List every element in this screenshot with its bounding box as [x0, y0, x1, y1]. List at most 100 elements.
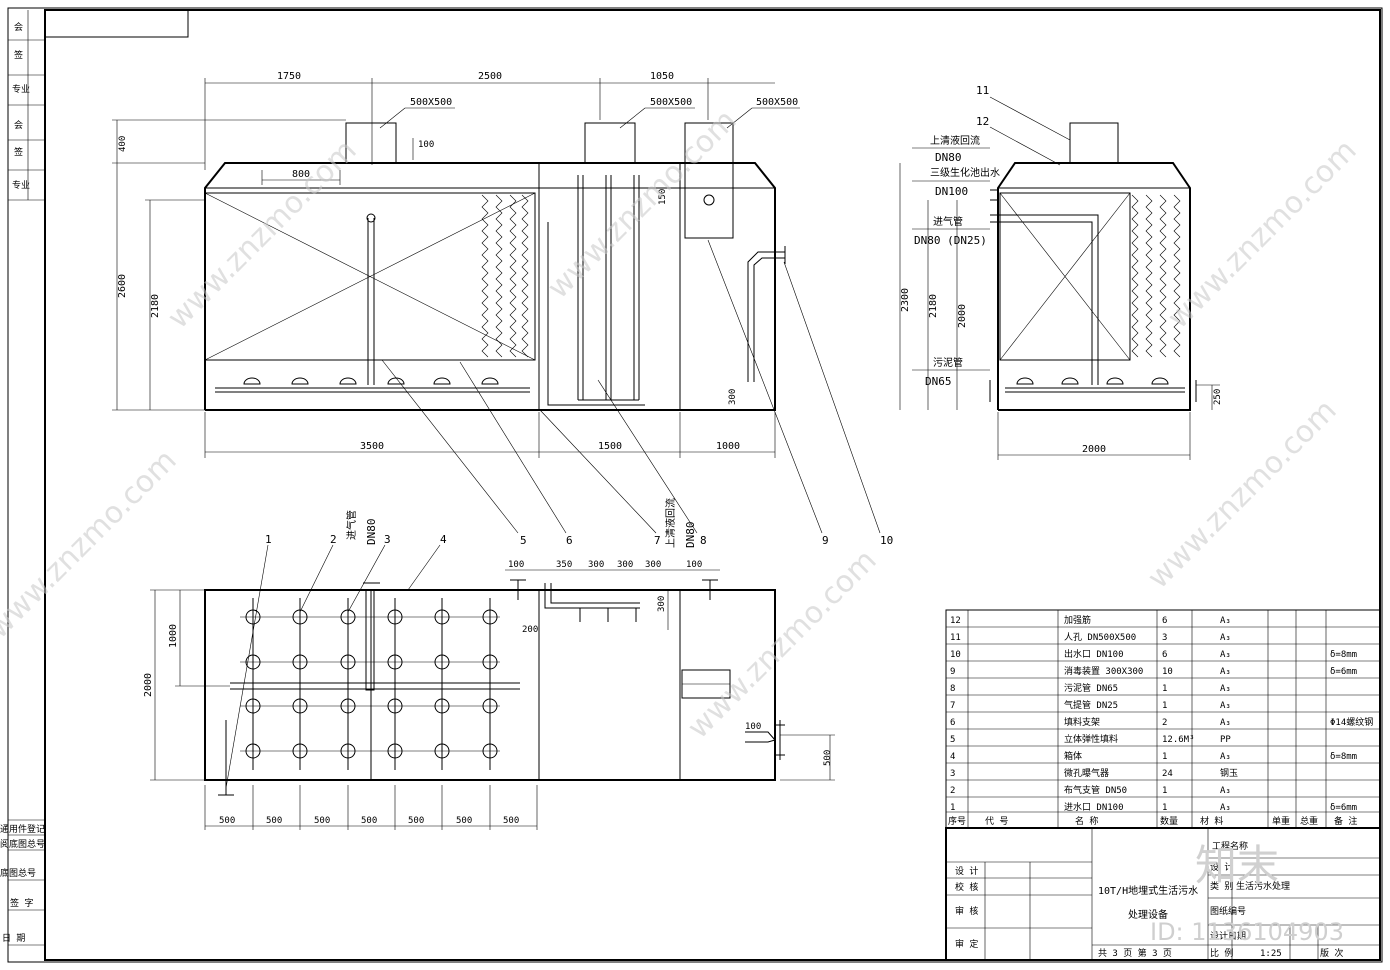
plan-label-air: 进气管	[345, 510, 358, 540]
side-dim-2300: 2300	[900, 288, 911, 312]
tb-drawing-no: 图纸编号	[1210, 905, 1246, 917]
manhole-2	[584, 122, 636, 164]
callout-10: 10	[880, 534, 893, 547]
plan-dim-b4: 500	[361, 816, 377, 826]
dim-1050: 1050	[650, 71, 674, 82]
callout-6: 6	[566, 534, 573, 547]
bom-cell: 气提管 DN25	[1064, 699, 1118, 711]
bom-cell: 微孔曝气器	[1064, 767, 1109, 779]
bom-cell: 7	[950, 701, 955, 711]
side-label-dn100: DN100	[935, 185, 968, 198]
bom-cell: 6	[950, 718, 955, 728]
plan-dim-200: 200	[522, 625, 538, 635]
strip-label-2: 阅底图总号	[0, 838, 45, 850]
watermark-3: www.znzmo.com	[1161, 133, 1364, 336]
plan-dim-top-4: 300	[617, 560, 633, 570]
side-label-air: 进气管	[933, 215, 963, 228]
tb-category-value: 生活污水处理	[1236, 880, 1290, 892]
dim-100: 100	[418, 140, 434, 150]
bom-cell: A₃	[1220, 650, 1231, 660]
bom-cell: 11	[950, 633, 961, 643]
bom-h-name: 名 称	[1075, 815, 1098, 827]
aerator-grid	[240, 598, 500, 770]
bom-cell: 1	[1162, 786, 1167, 796]
bom-cell: 4	[950, 752, 955, 762]
bom-cell: 10	[950, 650, 961, 660]
tb-title-2: 处理设备	[1128, 908, 1168, 921]
plan-dim-top-2: 350	[556, 560, 572, 570]
plan-dim-b6: 500	[456, 816, 472, 826]
callout-11: 11	[976, 84, 989, 97]
bom-cell: 8	[950, 684, 955, 694]
dim-1750: 1750	[277, 71, 301, 82]
tb-design-row: 设 计	[1210, 861, 1233, 873]
bom-cell: 3	[950, 769, 955, 779]
bom-h-code: 代 号	[985, 816, 1008, 827]
bom-cell: 1	[1162, 803, 1167, 813]
tb-role-design: 设 计	[955, 865, 978, 877]
side-elevation: 11 12 上清液回流 DN80 三级生化池出水 DN100 进气管 DN80 …	[899, 84, 1223, 460]
dim-300-front: 300	[728, 389, 738, 405]
tb-category: 类 别	[1210, 880, 1233, 892]
dim-2180-front: 2180	[150, 294, 161, 318]
plan-dim-1000: 1000	[168, 624, 179, 648]
top-left-box	[44, 9, 189, 38]
plan-dim-b5: 500	[408, 816, 424, 826]
strip-label-1: 通用件登记	[0, 823, 45, 835]
dim-1000-front: 1000	[716, 441, 740, 452]
plan-dim-b3: 500	[314, 816, 330, 826]
bom-cell: δ=6mm	[1330, 803, 1357, 813]
bom-cell: 6	[1162, 616, 1167, 626]
dim-800: 800	[292, 169, 310, 180]
callout-leaders	[225, 239, 881, 789]
watermark-4: www.znzmo.com	[0, 443, 184, 646]
plan-label-dn80-b: DN80	[684, 522, 697, 549]
plan-dim-100-pipe: 100	[745, 722, 761, 732]
tb-date: 设计日期	[1210, 930, 1246, 942]
manhole-label-3: 500X500	[756, 97, 798, 108]
watermark-2: www.znzmo.com	[541, 103, 744, 306]
bom-cell: 钢玉	[1220, 767, 1238, 779]
dim-2600: 2600	[117, 274, 128, 298]
manhole-label-2: 500X500	[650, 97, 692, 108]
bom-cell: δ=6mm	[1330, 667, 1357, 677]
callout-4: 4	[440, 533, 447, 546]
front-elevation: 1750 2500 1050 500X500 500X500 500X500	[112, 71, 800, 458]
bom-cell: 人孔 DN500X500	[1064, 632, 1136, 643]
watermark-5: www.znzmo.com	[681, 543, 884, 746]
bom-h-mat: 材 料	[1200, 815, 1223, 827]
plan-dim-top-1: 100	[508, 560, 524, 570]
bom-h-qty: 数量	[1160, 815, 1178, 827]
watermark-brand: 知末	[1195, 841, 1279, 890]
bom-cell: 1	[1162, 684, 1167, 694]
strip-label-5: 日 期	[2, 933, 25, 944]
plan-label-return: 上清液回流	[664, 498, 677, 548]
tb-pages: 共 3 页 第 3 页	[1098, 947, 1172, 959]
strip-v6: 专业	[12, 179, 30, 191]
bom-cell: 立体弹性填料	[1064, 733, 1118, 745]
side-label-dn80-dn25: DN80 (DN25)	[914, 234, 987, 247]
callout-8: 8	[700, 534, 707, 547]
bom-cell: 2	[950, 786, 955, 796]
bom-cell: 12	[950, 616, 961, 626]
sheet-outer-border	[7, 7, 1383, 963]
title-block: 设 计 校 核 审 核 审 定 10T/H地埋式生活污水 处理设备 工程名称 设…	[945, 827, 1381, 961]
strip-v1: 会	[14, 21, 23, 33]
tb-version: 版 次	[1320, 947, 1343, 959]
strip-v3: 专业	[12, 83, 30, 95]
plan-dim-300: 300	[657, 596, 667, 612]
bom-cell: 3	[1162, 633, 1167, 643]
side-label-return: 上清液回流	[930, 134, 980, 147]
bom-h-unit: 单重	[1272, 815, 1290, 827]
bom-cell: δ=8mm	[1330, 650, 1357, 660]
bom-cell: Φ14螺纹钢	[1330, 716, 1373, 728]
callout-7: 7	[654, 534, 661, 547]
bom-cell: A₃	[1220, 752, 1231, 762]
sheet-inner-border	[44, 9, 1381, 961]
plan-dim-500-v: 500	[823, 750, 833, 766]
tb-title-1: 10T/H地埋式生活污水	[1098, 884, 1198, 897]
bom-cell: 1	[1162, 701, 1167, 711]
callout-2: 2	[330, 533, 337, 546]
bom-cell: 进水口 DN100	[1064, 801, 1124, 813]
